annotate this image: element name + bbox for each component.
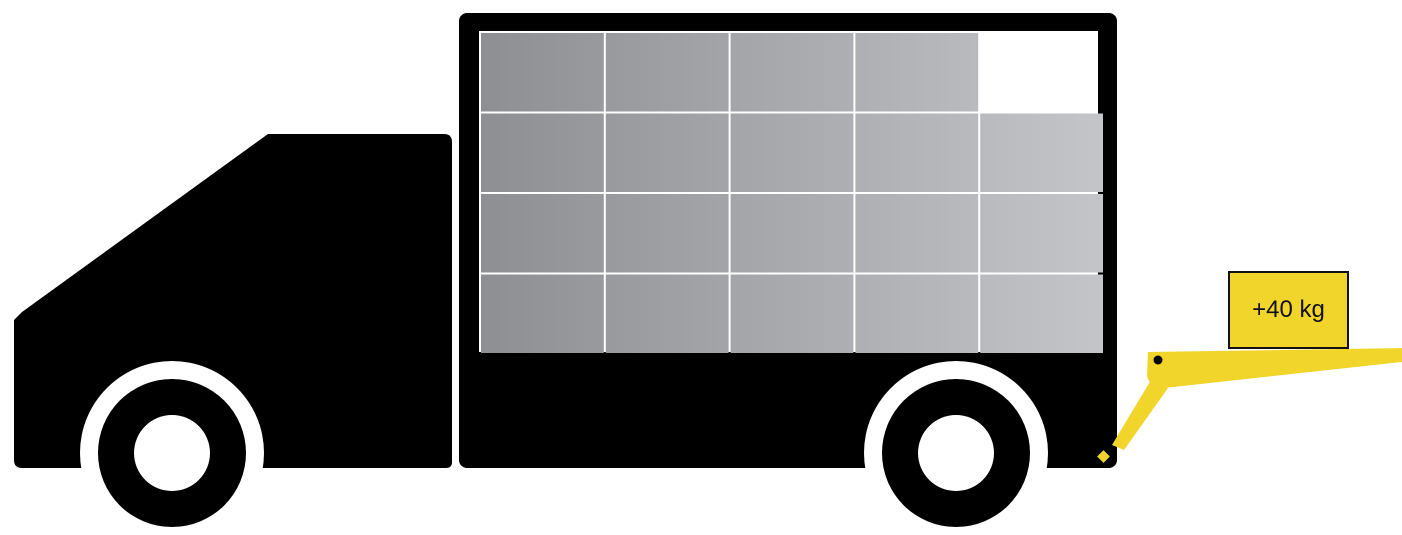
crate — [606, 33, 729, 112]
crate — [855, 33, 978, 112]
crate — [481, 194, 604, 273]
crate — [980, 275, 1103, 354]
crate — [731, 33, 854, 112]
crate — [481, 275, 604, 354]
crate — [731, 275, 854, 354]
crate — [731, 194, 854, 273]
tail-lift-icon — [1097, 348, 1402, 463]
crate — [855, 114, 978, 193]
weight-box-icon — [1229, 272, 1348, 348]
crate — [855, 194, 978, 273]
crate — [855, 275, 978, 354]
crate — [606, 275, 729, 354]
crate — [481, 114, 604, 193]
crate — [481, 33, 604, 112]
crate — [731, 114, 854, 193]
crate — [980, 114, 1103, 193]
crate — [980, 194, 1103, 273]
crate — [606, 194, 729, 273]
crate — [606, 114, 729, 193]
